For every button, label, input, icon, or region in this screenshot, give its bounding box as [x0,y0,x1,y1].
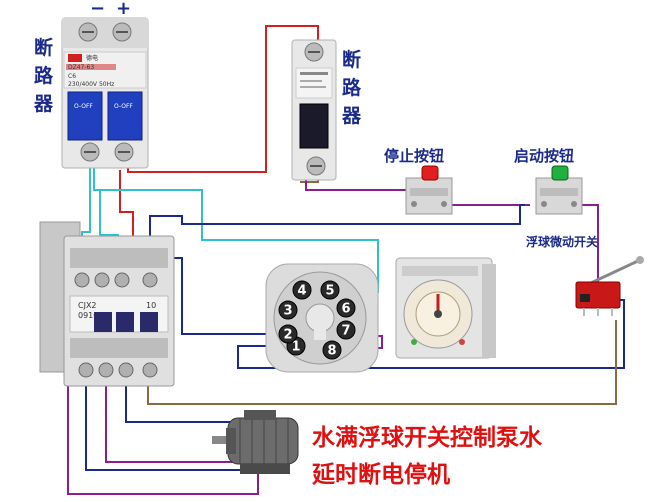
contactor-model2: 0910 [78,311,98,320]
float-micro-switch[interactable] [575,256,644,316]
title-line-2: 延时断电停机 [311,461,450,488]
stop-button[interactable] [405,165,453,215]
contactor-top-screw-2 [94,272,110,288]
wire-brown-contactor-float [147,320,617,405]
wire-blue-float-loop [237,299,625,369]
breaker-right-label: 断 路 器 [341,48,362,127]
breaker-left-handle-right[interactable] [107,91,143,141]
socket-pin-4 [292,280,312,300]
minus-label: − [90,0,105,19]
socket-pin-label-6: 6 [341,302,350,317]
socket-pin-6 [336,298,356,318]
socket-pin-3 [278,300,298,320]
breaker-right-char-1: 断 [342,48,361,71]
contactor-window-1 [94,312,112,332]
breaker-off-right: O-OFF [114,103,133,110]
breaker-brand: 德电 [86,54,98,62]
contactor-bottom-screw-1 [78,362,94,378]
pump-motor [212,410,299,474]
contactor-bottom-screw-4 [142,362,158,378]
start-button-label: 启动按钮 [514,147,574,165]
wire-red-breakers [127,25,319,173]
ac-contactor: CJX2 0910 10 [39,221,175,387]
wire-blue-motor-1 [85,386,251,471]
socket-pin-label-4: 4 [297,284,306,299]
breaker-spec: 230/400V 50Hz [68,81,114,88]
wire-blue-motor-3 [125,386,236,423]
wire-purple-left [67,386,259,495]
wire-blue-contactor-socket [172,257,290,335]
contactor-window-2 [116,312,134,332]
contactor-model: CJX2 [78,301,97,310]
stop-button-label: 停止按钮 [384,147,444,165]
breaker-model: DZ47-63 [68,64,94,71]
contactor-top-screw-1 [74,272,90,288]
socket-pin-label-5: 5 [325,284,334,299]
breaker-left-label: 断 路 器 [33,36,54,115]
socket-pins: 12 34 56 78 [278,280,356,360]
contactor-side: 10 [146,301,156,310]
socket-pin-7 [336,320,356,340]
wire-blue-start-contactor [149,204,525,258]
breaker-left-char-2: 路 [34,64,54,87]
contactor-window-3 [140,312,158,332]
socket-pin-label-7: 7 [341,324,350,339]
breaker-left-char-3: 器 [33,93,54,115]
plus-label: + [116,0,131,19]
contactor-top-screw-4 [142,272,158,288]
contactor-top-screw-3 [114,272,130,288]
socket-pin-2 [278,324,298,344]
breaker-left-char-1: 断 [34,36,53,59]
wire-purple-float [576,204,599,295]
breaker-right-char-2: 路 [342,76,362,99]
socket-pin-5 [320,280,340,300]
socket-pin-label-3: 3 [283,304,292,319]
wire-purple-motor-2 [105,386,244,463]
socket-pin-label-1: 1 [291,340,300,355]
breaker-right-handle[interactable] [299,103,329,149]
breaker-off-left: O-OFF [74,103,93,110]
breaker-left-handle-left[interactable] [67,91,103,141]
breaker-rating: C6 [68,73,76,80]
title-line-1: 水满浮球开关控制泵水 [312,424,543,451]
socket-pin-8 [322,340,342,360]
start-button[interactable] [535,165,583,215]
contactor-bottom-screw-2 [98,362,114,378]
breaker-right-char-3: 器 [341,105,362,127]
right-circuit-breaker [291,39,337,181]
wires [67,25,625,495]
time-delay-relay [395,257,496,359]
socket-pin-label-8: 8 [327,344,336,359]
left-circuit-breaker: − + 德电 DZ47-63 C6 230/400V 50Hz O-OFF O-… [61,0,149,169]
socket-pin-label-2: 2 [283,328,292,343]
float-switch-label: 浮球微动开关 [526,234,598,249]
contactor-bottom-screw-3 [118,362,134,378]
